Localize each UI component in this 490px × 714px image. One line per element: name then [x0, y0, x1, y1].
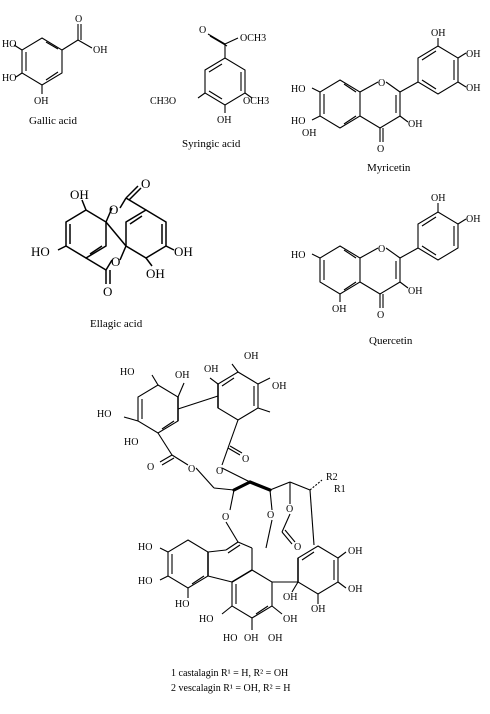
tannin-label-ho-3: HO: [124, 437, 138, 448]
tannin-label-oh-11: OH: [244, 633, 258, 644]
tannin-label-ho-7: HO: [199, 614, 213, 625]
myricetin-label-oh-5: OH: [302, 128, 316, 139]
quercetin-name: Quercetin: [369, 335, 413, 347]
tannin-label-oh-5: OH: [348, 546, 362, 557]
ellagic-label-o-ring-top: O: [109, 202, 118, 217]
gallic-acid-name: Gallic acid: [29, 115, 77, 127]
quercetin-label-oh-1: OH: [431, 193, 445, 204]
tannin-label-o-6: O: [267, 510, 274, 521]
tannin-label-ho-5: HO: [138, 576, 152, 587]
gallic-label-o: O: [75, 14, 82, 25]
syringic-label-oh: OH: [217, 115, 231, 126]
tannin-label-ho-6: HO: [175, 599, 189, 610]
tannin-label-ho-2: HO: [97, 409, 111, 420]
myricetin-label-oh-3: OH: [466, 83, 480, 94]
ellagic-acid-name: Ellagic acid: [90, 318, 143, 330]
myricetin-label-oh-2: OH: [466, 49, 480, 60]
syringic-label-o: O: [199, 25, 206, 36]
myricetin-label-ho-1: HO: [291, 84, 305, 95]
tannin-label-r1: R1: [334, 484, 346, 495]
tannin-label-r2: R2: [326, 472, 338, 483]
myricetin-label-o-keto: O: [377, 144, 384, 155]
myricetin-label-ho-2: HO: [291, 116, 305, 127]
quercetin-label-o-ring: O: [378, 244, 385, 255]
ellagic-acid-structure: O OH O HO OH O OH O Ellagic acid: [31, 176, 193, 330]
tannin-label-oh-4: OH: [272, 381, 286, 392]
ellagic-label-ho-left: HO: [31, 244, 50, 259]
tannin-label-ho-4: HO: [138, 542, 152, 553]
castalagin-caption: 1 castalagin R¹ = H, R² = OH: [171, 668, 288, 679]
ellagic-label-o-keto-top: O: [141, 176, 150, 191]
quercetin-label-o-keto: O: [377, 310, 384, 321]
ellagic-label-oh-top: OH: [70, 187, 89, 202]
tannin-label-o-8: O: [294, 542, 301, 553]
myricetin-name: Myricetin: [367, 162, 411, 174]
quercetin-label-oh-2: OH: [466, 214, 480, 225]
tannin-label-oh-7: OH: [311, 604, 325, 615]
tannin-label-ho-1: HO: [120, 367, 134, 378]
tannin-label-oh-9: OH: [283, 592, 297, 603]
tannin-label-o-2: O: [188, 464, 195, 475]
tannin-label-o-4: O: [216, 466, 223, 477]
myricetin-label-oh-4: OH: [408, 119, 422, 130]
tannin-label-o-3: O: [242, 454, 249, 465]
syringic-label-och3: OCH3: [243, 96, 269, 107]
quercetin-label-ho: HO: [291, 250, 305, 261]
ellagitannin-structure: HO OH OH OH OH HO HO O O O O R2 R1 O O O…: [97, 351, 362, 694]
tannin-label-oh-2: OH: [244, 351, 258, 362]
syringic-acid-name: Syringic acid: [182, 138, 241, 150]
quercetin-label-oh-4: OH: [332, 304, 346, 315]
tannin-label-ho-8: HO: [223, 633, 237, 644]
quercetin-structure: OH OH HO O OH OH O Quercetin: [291, 193, 480, 347]
syringic-acid-structure: O OCH3 CH3O OCH3 OH Syringic acid: [150, 25, 269, 150]
gallic-label-oh-acid: OH: [93, 45, 107, 56]
gallic-label-ho-mid: HO: [2, 73, 16, 84]
myricetin-structure: OH OH HO O OH HO OH OH O Myricetin: [291, 28, 480, 174]
gallic-label-ho-top: HO: [2, 39, 16, 50]
syringic-label-och3-ester: OCH3: [240, 33, 266, 44]
myricetin-label-o-ring: O: [378, 78, 385, 89]
ellagic-label-oh-bottom: OH: [146, 266, 165, 281]
tannin-label-o-7: O: [286, 504, 293, 515]
ellagic-label-oh-right: OH: [174, 244, 193, 259]
gallic-label-oh-bottom: OH: [34, 96, 48, 107]
ellagic-label-o-ring-bottom: O: [111, 254, 120, 269]
syringic-label-ch3o: CH3O: [150, 96, 176, 107]
quercetin-label-oh-3: OH: [408, 286, 422, 297]
tannin-label-oh-1: OH: [175, 370, 189, 381]
vescalagin-caption: 2 vescalagin R¹ = OH, R² = H: [171, 683, 290, 694]
tannin-label-oh-6: OH: [348, 584, 362, 595]
tannin-label-o-5: O: [222, 512, 229, 523]
gallic-acid-structure: HO O OH HO OH Gallic acid: [2, 14, 107, 127]
tannin-label-oh-3: OH: [204, 364, 218, 375]
myricetin-label-oh-1: OH: [431, 28, 445, 39]
tannin-label-oh-8: OH: [283, 614, 297, 625]
ellagic-label-o-keto-bottom: O: [103, 284, 112, 299]
tannin-label-o-1: O: [147, 462, 154, 473]
tannin-label-oh-10: OH: [268, 633, 282, 644]
